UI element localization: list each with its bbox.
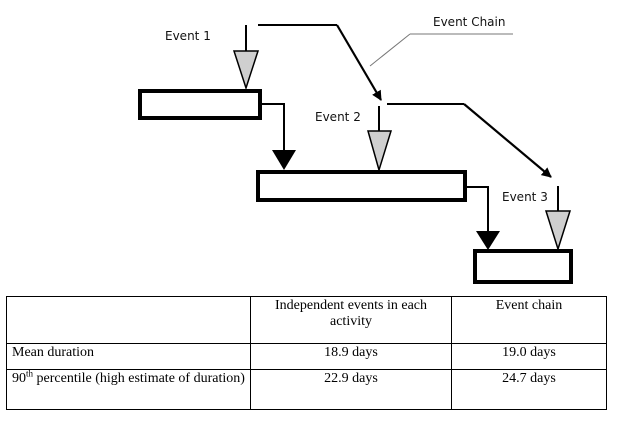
event-2-triangle-icon: [367, 130, 393, 173]
chain-pointer-line: [369, 33, 411, 67]
activity-bar-3: [473, 249, 573, 284]
results-table: Independent events in each activity Even…: [6, 296, 607, 410]
dependency-arrow-1-2: [260, 103, 285, 166]
chain-arrow-2: [463, 103, 552, 178]
cell-90th-event-chain: 24.7 days: [451, 369, 607, 410]
cell-mean-event-chain: 19.0 days: [451, 343, 607, 370]
event-3-label: Event 3: [502, 190, 548, 204]
event-2-label: Event 2: [315, 110, 361, 124]
dependency-arrowhead-1-2: [272, 150, 296, 170]
dependency-arrowhead-2-3: [476, 231, 500, 250]
dependency-arrow-2-3: [465, 186, 489, 246]
cell-90th-independent: 22.9 days: [250, 369, 452, 410]
event-chain-label: Event Chain: [433, 15, 505, 29]
activity-bar-2: [256, 170, 467, 202]
event-chain-diagram: Event 1 Event Chain Event 2 Event 3: [138, 15, 573, 284]
header-cell-independent: Independent events in each activity: [250, 296, 452, 344]
table-row: 90th percentile (high estimate of durati…: [6, 368, 607, 410]
row-label-mean-duration: Mean duration: [6, 343, 251, 370]
chain-arrow-1: [336, 24, 382, 101]
cell-mean-independent: 18.9 days: [250, 343, 452, 370]
row-label-90th-percentile: 90th percentile (high estimate of durati…: [6, 368, 251, 410]
percentile-label-rest: percentile (high estimate of duration): [33, 371, 245, 386]
event-1-triangle-icon: [232, 50, 260, 91]
event-1-label: Event 1: [165, 29, 211, 43]
percentile-number: 90: [12, 371, 26, 386]
table-row: Mean duration 18.9 days 19.0 days: [6, 343, 607, 370]
percentile-suffix: th: [26, 368, 34, 379]
activity-bar-1: [138, 89, 262, 120]
event-3-triangle-icon: [544, 210, 572, 252]
header-cell-event-chain: Event chain: [451, 296, 607, 344]
header-cell-empty: [6, 296, 251, 344]
table-header-row: Independent events in each activity Even…: [6, 296, 607, 344]
